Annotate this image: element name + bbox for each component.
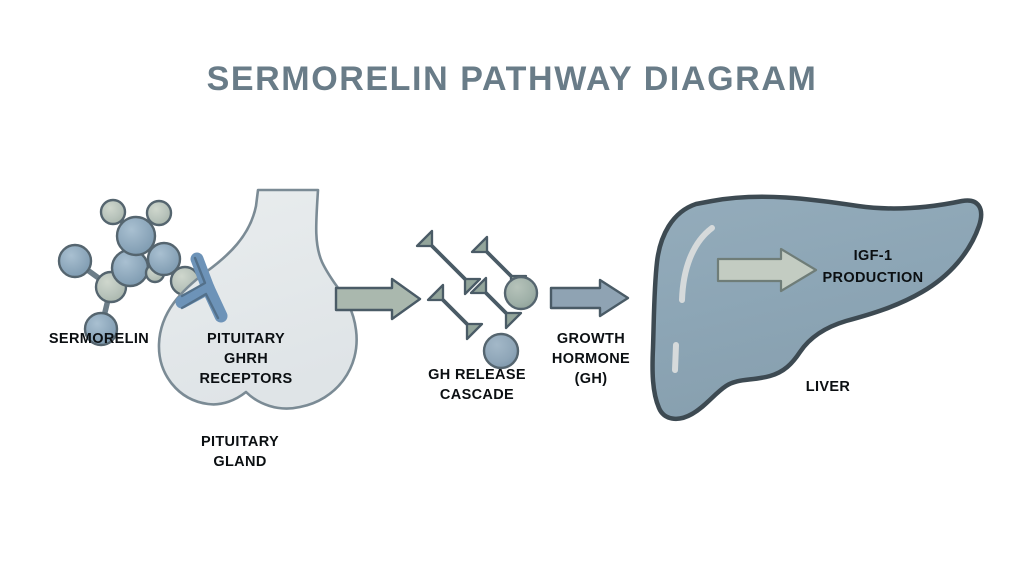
pituitary-inner-line-3: RECEPTORS [199, 371, 292, 387]
pituitary-inner-label: PITUITARY GHRH RECEPTORS [199, 331, 292, 387]
igf-production-label: IGF-1 PRODUCTION [823, 248, 924, 286]
sermorelin-label: SERMORELIN [49, 331, 149, 347]
igf-label-line-1: IGF-1 [854, 248, 893, 264]
gh-molecule-circle [482, 332, 520, 370]
gh-label-line-3: (GH) [575, 371, 608, 387]
molecule-atom [99, 198, 127, 226]
molecule-atom [110, 248, 150, 288]
pituitary-inner-line-2: GHRH [224, 351, 268, 367]
page-title: SERMORELIN PATHWAY DIAGRAM [207, 60, 818, 98]
pituitary-gland [157, 188, 358, 410]
cascade-arrow [469, 276, 523, 330]
igf-label-line-2: PRODUCTION [823, 270, 924, 286]
molecule-atom [115, 215, 157, 257]
liver-highlight-arc [679, 225, 715, 303]
arrow-cascade-to-liver [549, 278, 630, 318]
liver-shape [650, 194, 984, 422]
cascade-arrow [415, 229, 482, 296]
gh-release-cascade-label: GH RELEASE CASCADE [428, 367, 526, 403]
molecule-atom [57, 243, 93, 279]
gh-label-line-1: GROWTH [557, 331, 625, 347]
liver-organ: IGF-1 PRODUCTION LIVER [650, 194, 984, 422]
pituitary-gland-shape [157, 188, 358, 410]
igf-production-arrow [716, 247, 818, 293]
molecule-atom [145, 199, 173, 227]
pituitary-caption-line-2: GLAND [213, 454, 266, 470]
liver-caption: LIVER [806, 379, 851, 395]
pituitary-caption-line-1: PITUITARY [201, 434, 279, 450]
cascade-arrow [470, 235, 528, 293]
growth-hormone-label: GROWTH HORMONE (GH) [552, 331, 630, 387]
cascade-label-line-1: GH RELEASE [428, 367, 526, 383]
gh-release-cascade [415, 229, 539, 370]
cascade-label-line-2: CASCADE [440, 387, 514, 403]
pituitary-gland-caption: PITUITARY GLAND [201, 434, 279, 470]
ghrh-receptor-y-shape [175, 252, 228, 323]
liver-highlight-dash [672, 342, 679, 373]
gh-molecule-circle [503, 275, 539, 311]
arrow-sermorelin-to-cascade [334, 277, 422, 321]
molecule-atom [146, 241, 182, 277]
gh-label-line-2: HORMONE [552, 351, 630, 367]
cascade-arrow [426, 283, 484, 341]
pituitary-inner-line-1: PITUITARY [207, 331, 285, 347]
molecule-atom [83, 311, 119, 347]
